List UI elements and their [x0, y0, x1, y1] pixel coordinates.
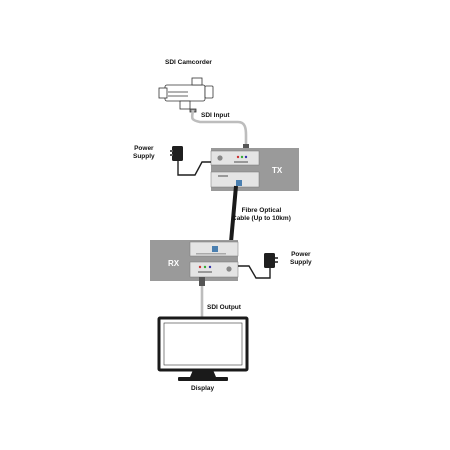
rx-name: RX — [168, 259, 180, 268]
fibre-label-line1: Fibre Optical — [241, 207, 282, 214]
power-supply-tx-icon — [170, 146, 183, 161]
sdi-output-label: SDI Output — [207, 304, 241, 311]
power-supply-rx-line2: Supply — [290, 258, 312, 266]
camcorder-icon — [158, 77, 214, 113]
camcorder-label: SDI Camcorder — [165, 59, 212, 66]
power-supply-rx-label: Power Supply — [290, 251, 312, 266]
display-icon — [157, 316, 249, 381]
power-supply-rx-icon — [264, 253, 278, 268]
tx-name: TX — [272, 166, 283, 175]
power-supply-tx-line2: Supply — [133, 152, 155, 160]
display-label: Display — [191, 385, 215, 392]
rx-device — [150, 240, 239, 281]
power-cable-tx — [177, 161, 211, 176]
power-supply-tx-label: Power Supply — [133, 145, 155, 160]
sdi-input-label: SDI Input — [201, 112, 230, 119]
fibre-label: Fibre Optical Cable (Up to 10km) — [232, 207, 291, 222]
sdi-input-cable — [190, 109, 248, 148]
power-supply-tx-line1: Power — [134, 145, 154, 152]
power-cable-rx — [238, 265, 271, 279]
tx-device — [210, 148, 299, 191]
fibre-cable — [229, 185, 238, 243]
sdi-output-plug — [199, 277, 205, 286]
fibre-label-line2: Cable (Up to 10km) — [232, 214, 291, 222]
power-supply-rx-line1: Power — [291, 251, 311, 258]
